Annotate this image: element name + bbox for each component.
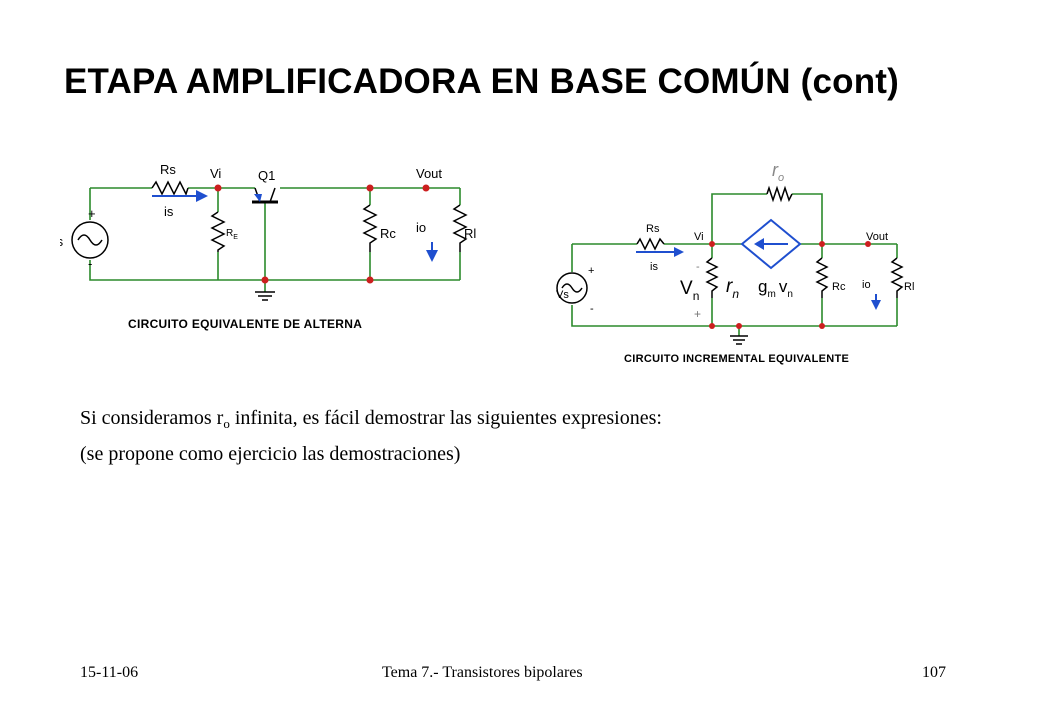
- io-label: io: [862, 279, 871, 291]
- io-label: io: [416, 220, 426, 235]
- resistor-rc: Rc: [815, 257, 846, 298]
- vn-plus-sign: +: [694, 307, 701, 321]
- circuit-wires: [89, 187, 461, 292]
- ro-subscript-inline: o: [223, 416, 230, 431]
- svg-text:RE: RE: [226, 228, 238, 241]
- is-label: is: [164, 204, 174, 219]
- resistor-rs: Rs is: [636, 223, 684, 273]
- rl-label: Rl: [464, 226, 476, 241]
- gm-label: g: [758, 277, 767, 296]
- resistor-rl: Rl: [890, 257, 914, 298]
- footer-page-number: 107: [922, 664, 946, 681]
- footer-topic: Tema 7.- Transistores bipolares: [382, 664, 583, 681]
- resistor-re: RE: [210, 211, 238, 252]
- vi-label: Vi: [694, 231, 704, 243]
- transistor-q1: Q1: [252, 168, 278, 204]
- vout-label: Vout: [866, 231, 888, 243]
- vn-label: V: [680, 278, 693, 299]
- footer-date: 15-11-06: [80, 664, 139, 681]
- vs-label: Vs: [556, 289, 569, 301]
- explanation-line-1: Si consideramos ro infinita, es fácil de…: [80, 407, 662, 431]
- node-vout: [865, 241, 871, 247]
- voltage-source-vs: + - Vs: [556, 265, 594, 315]
- explanation-text: Si consideramos ro infinita, es fácil de…: [80, 403, 662, 469]
- resistor-rc: Rc: [362, 204, 396, 252]
- gm-vn-subscript: n: [787, 289, 793, 300]
- circuit-wires: [571, 193, 898, 336]
- resistor-rl: Rl: [452, 204, 476, 252]
- ro-label: r: [772, 160, 779, 180]
- q1-label: Q1: [258, 168, 275, 183]
- node-vi: [709, 241, 715, 247]
- current-io: io: [416, 220, 438, 262]
- re-label: R: [226, 228, 233, 239]
- vs-label: Vs: [60, 234, 64, 249]
- rn-label: r: [726, 276, 733, 297]
- ground-symbol: [730, 335, 748, 345]
- vi-label: Vi: [210, 166, 221, 181]
- rs-label: Rs: [160, 162, 176, 177]
- svg-text:Vn: Vn: [680, 278, 699, 303]
- ac-circuit-caption: CIRCUITO EQUIVALENTE DE ALTERNA: [128, 317, 362, 331]
- resistor-rs: Rs is: [151, 162, 208, 219]
- resistor-rn: - + Vn rn: [680, 257, 739, 321]
- vout-label: Vout: [416, 166, 442, 181]
- rl-label: Rl: [904, 281, 914, 293]
- incremental-circuit-caption: CIRCUITO INCREMENTAL EQUIVALENTE: [624, 353, 849, 365]
- vn-subscript: n: [693, 289, 700, 303]
- explanation-line-2: (se propone como ejercicio las demostrac…: [80, 443, 461, 465]
- svg-text:ro: ro: [772, 160, 784, 184]
- resistor-ro: ro: [766, 160, 793, 203]
- current-io: io: [862, 279, 881, 310]
- ro-subscript: o: [778, 172, 784, 184]
- rc-label: Rc: [832, 281, 846, 293]
- node-vout: [422, 184, 430, 192]
- gm-subscript: m: [767, 289, 775, 300]
- voltage-source-vs: + - Vs: [60, 206, 109, 271]
- ground-symbol: [255, 291, 275, 301]
- rn-subscript: n: [732, 287, 739, 301]
- svg-text:rn: rn: [726, 276, 739, 301]
- rc-label: Rc: [380, 226, 396, 241]
- svg-text:-: -: [88, 256, 92, 271]
- is-label: is: [650, 261, 658, 273]
- re-subscript: E: [233, 234, 238, 241]
- svg-text:-: -: [590, 303, 594, 315]
- vn-minus-sign: -: [696, 261, 700, 273]
- svg-text:+: +: [88, 206, 96, 221]
- gm-vn-label: v: [779, 277, 788, 296]
- slide-title: ETAPA AMPLIFICADORA EN BASE COMÚN (cont): [64, 62, 899, 101]
- svg-text:+: +: [588, 265, 594, 277]
- node-vi: [214, 184, 222, 192]
- rs-label: Rs: [646, 223, 660, 235]
- ac-equivalent-circuit-diagram: + - Vs Rs is Vi RE Q1 Rc Vout io: [60, 162, 476, 331]
